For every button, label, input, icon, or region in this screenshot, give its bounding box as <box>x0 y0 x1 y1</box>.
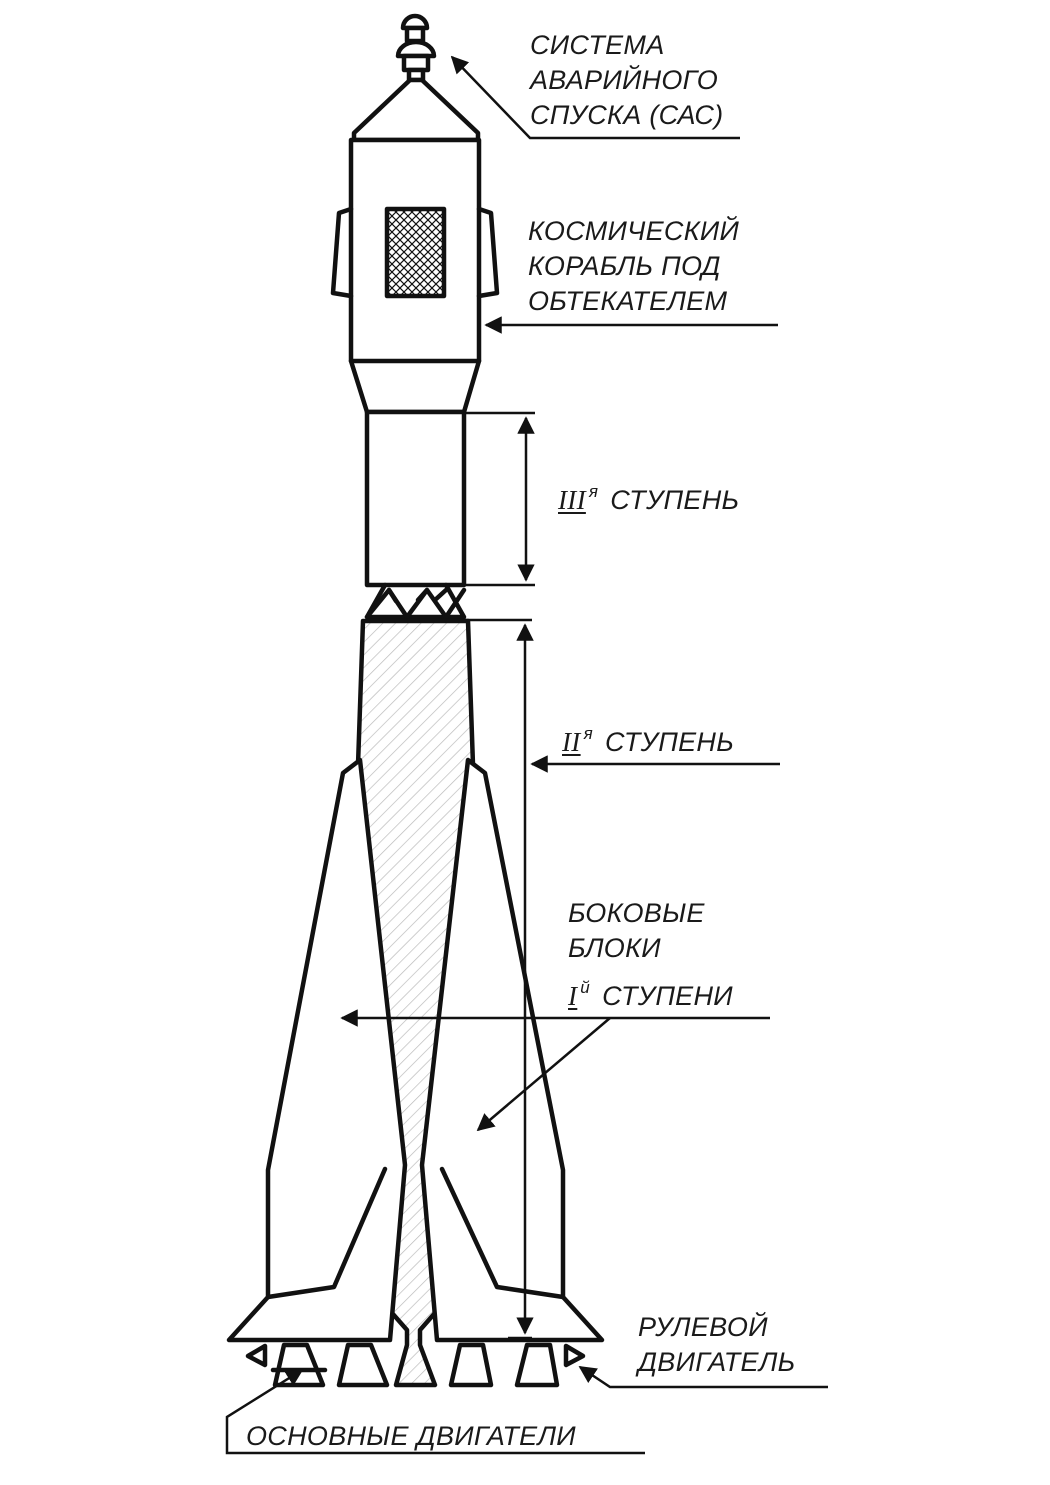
stage-text: СТУПЕНЬ <box>610 485 740 515</box>
launch-escape-system <box>351 13 481 143</box>
spacecraft-fairing <box>330 137 500 415</box>
label-vernier-engine: РУЛЕВОЙ ДВИГАТЕЛЬ <box>638 1312 796 1377</box>
vernier-engine-leader <box>578 1365 828 1389</box>
vernier-engines <box>245 1343 586 1368</box>
label-escape-system: СИСТЕМА АВАРИЙНОГО СПУСКА (САС) <box>530 30 724 130</box>
third-stage <box>364 409 467 588</box>
stage-text: СТУПЕНИ <box>602 981 733 1011</box>
fairing-window <box>384 206 447 299</box>
stage-numeral: II <box>562 727 581 757</box>
left-side-booster <box>226 757 408 1343</box>
stage-text: СТУПЕНЬ <box>604 727 735 757</box>
interstage-truss <box>364 582 467 620</box>
side-block-leader-right <box>476 1017 611 1132</box>
stage-suffix: й <box>580 978 591 997</box>
label-main-engines: ОСНОВНЫЕ ДВИГАТЕЛИ <box>246 1421 576 1451</box>
escape-system-leader <box>450 55 740 140</box>
stage-numeral: I <box>568 981 578 1011</box>
main-engines <box>270 1342 560 1388</box>
stage-suffix: я <box>583 724 593 743</box>
stage-numeral: III <box>558 485 586 515</box>
main-engines-leader <box>225 1368 645 1455</box>
stage-suffix: я <box>588 482 599 501</box>
right-side-booster <box>419 757 605 1343</box>
label-spacecraft: КОСМИЧЕСКИЙ КОРАБЛЬ ПОД ОБТЕКАТЕЛЕМ <box>528 216 740 316</box>
